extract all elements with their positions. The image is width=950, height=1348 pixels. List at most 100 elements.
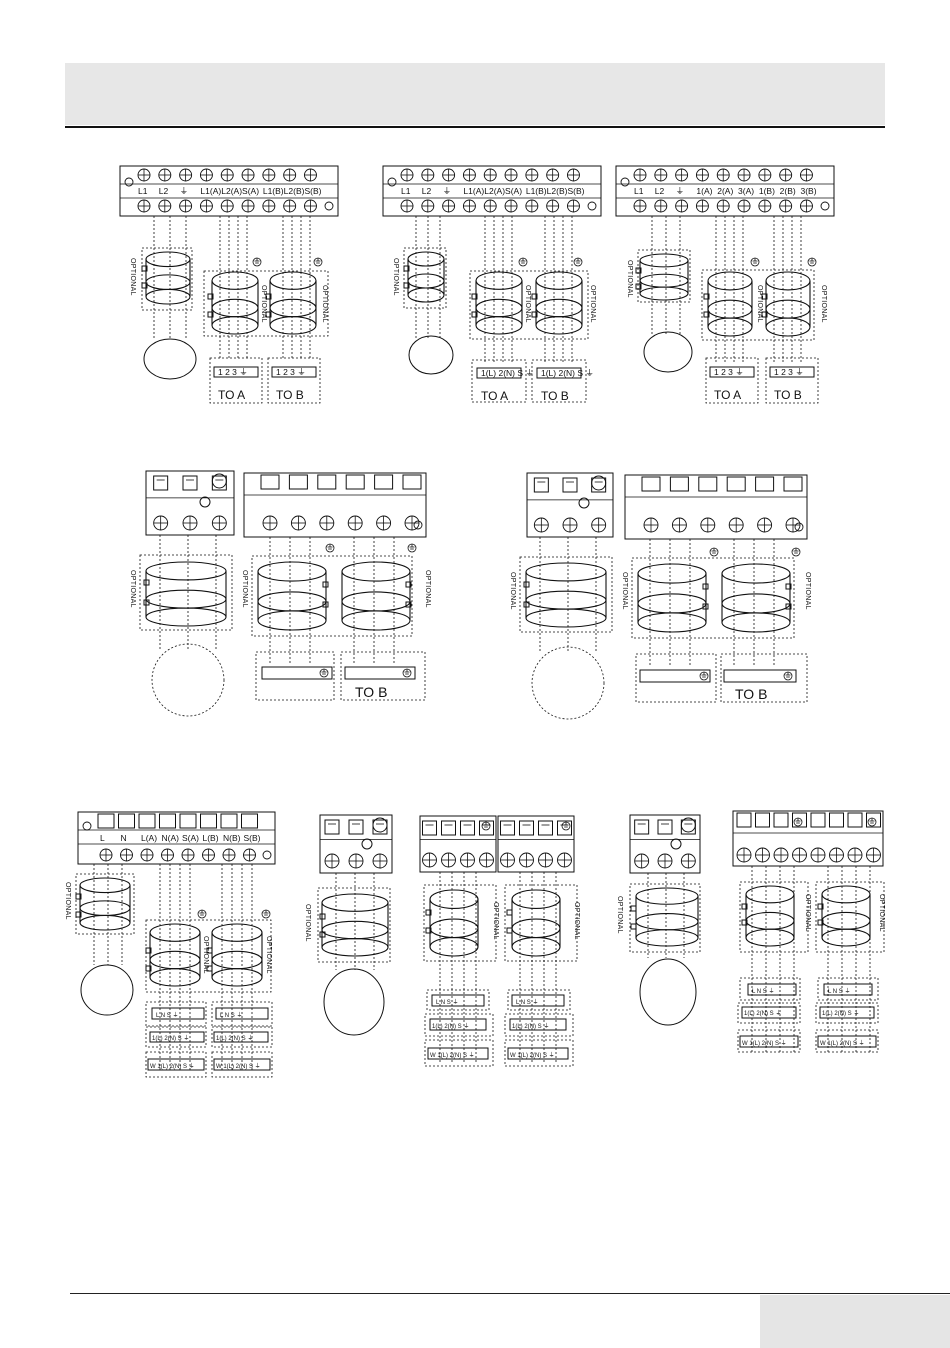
terminal-label: N(B) <box>223 833 241 843</box>
clamp-marker <box>425 927 432 934</box>
terminal-clamp <box>533 477 549 493</box>
clamp-marker <box>635 267 642 274</box>
power-source-circle <box>639 958 697 1026</box>
indoor-terminal-strip <box>509 1018 567 1031</box>
power-cable-cylinder <box>79 877 131 931</box>
cylinder-mid <box>269 298 317 318</box>
indoor-terminal-strip <box>427 1047 489 1060</box>
optional-label: OPTIONAL <box>392 258 399 296</box>
terminal-label: L1(A) <box>200 186 221 196</box>
optional-frame <box>701 269 815 341</box>
indoor-frame <box>211 1026 273 1048</box>
clamp-marker <box>741 903 748 910</box>
cable-cylinder-b <box>341 561 411 631</box>
indoor-frame <box>145 1051 207 1078</box>
indoor-terminal-label: 1(L) 2(N) S ⏚ <box>216 1035 253 1042</box>
clamp-marker <box>785 603 792 610</box>
footer-rule <box>70 1293 950 1294</box>
indoor-terminal-label: L N S ⏚ <box>436 999 458 1006</box>
ground-lug-icon <box>670 838 682 850</box>
ground-lug-icon <box>361 838 373 850</box>
ground-terminal-icon <box>680 817 696 833</box>
terminal-clamp <box>810 812 826 828</box>
optional-frame <box>815 881 885 953</box>
ground-lug-icon <box>578 497 590 509</box>
terminal-label: S(B) <box>244 833 261 843</box>
to-b-label: TO B <box>735 686 767 702</box>
cylinder-top <box>635 887 699 905</box>
optional-frame <box>519 556 613 633</box>
cylinder-top <box>721 563 791 584</box>
indoor-frame-a <box>209 357 263 404</box>
clamp-marker <box>206 965 213 972</box>
power-cable-cylinder <box>145 251 191 305</box>
to-b-label: TO B <box>355 684 387 700</box>
optional-frame <box>251 555 413 637</box>
indoor-terminal-label: 1(L) 2(N) S ⏚ <box>152 1035 189 1042</box>
terminal-label: 3(B) <box>800 186 816 196</box>
terminal-clamp <box>402 474 422 490</box>
cylinder-bottom <box>639 286 689 301</box>
terminal-clamp <box>200 813 217 829</box>
mount-hole <box>794 522 804 532</box>
cable-cylinder-a <box>637 563 707 633</box>
terminal-clamp <box>783 476 803 492</box>
clamp-marker <box>322 601 329 608</box>
indoor-terminal-strip <box>769 366 815 378</box>
indoor-frame <box>815 1029 879 1053</box>
indoor-frame <box>145 1026 207 1048</box>
ground-terminal-icon <box>372 817 388 833</box>
terminal-label: S(A) <box>242 186 259 196</box>
optional-frame <box>629 883 701 953</box>
terminal-clamp <box>138 813 156 829</box>
cylinder-top <box>407 251 445 267</box>
cylinder-mid <box>429 918 479 939</box>
cylinder-bottom <box>341 610 411 631</box>
terminal-clamp <box>698 476 718 492</box>
mount-hole <box>820 201 830 211</box>
optional-label: OPTIONAL <box>804 894 811 932</box>
terminal-label: S(A) <box>505 186 522 196</box>
clamp-marker <box>630 923 637 930</box>
cylinder-top <box>525 562 607 582</box>
cable-cylinder-a <box>211 271 259 335</box>
terminal-clamp <box>441 820 456 836</box>
clamp-marker <box>785 583 792 590</box>
indoor-terminal-label: L N S ⏚ <box>752 988 774 995</box>
clamp-marker <box>319 913 326 920</box>
clamp-marker <box>75 893 82 900</box>
cable-cylinder-power <box>635 887 699 947</box>
indoor-terminal-strip <box>747 983 797 996</box>
cylinder-mid <box>721 593 791 614</box>
terminal-label: ⏚ <box>676 186 685 196</box>
indoor-terminal-strip <box>344 666 416 680</box>
terminal-clamp <box>829 812 844 828</box>
cable-cylinder-b <box>211 923 263 987</box>
clamp-marker <box>741 919 748 926</box>
clamp-marker <box>319 931 326 938</box>
clamp-marker <box>265 311 272 318</box>
indoor-frame-a <box>705 357 759 404</box>
power-terminal-block <box>526 472 614 538</box>
indoor-terminal-strip <box>536 367 582 379</box>
optional-label: OPTIONAL <box>129 570 136 608</box>
power-cable-cylinder <box>145 561 227 627</box>
header-rule <box>65 126 885 128</box>
clamp-marker <box>531 311 538 318</box>
cylinder-top <box>707 271 753 291</box>
terminal-clamp <box>755 812 770 828</box>
terminal-clamp <box>182 475 198 491</box>
terminal-clamp <box>348 819 364 835</box>
cable-cylinder-a <box>429 889 479 957</box>
optional-label: OPTIONAL <box>202 936 209 974</box>
indoor-terminal-label: L N S ⏚ <box>516 999 538 1006</box>
terminal-label: L2(B) <box>284 186 305 196</box>
clamp-marker <box>265 293 272 300</box>
cylinder-bottom <box>525 608 607 628</box>
optional-frame <box>145 919 272 993</box>
indoor-terminal-label: 1(L) 2(N) S ⏚ <box>744 1010 781 1017</box>
clamp-marker <box>523 581 530 588</box>
clamp-marker <box>635 283 642 290</box>
indoor-terminal-label: W 1(L) 2(N) S ⏚ <box>150 1063 195 1070</box>
terminal-clamp <box>159 813 176 829</box>
